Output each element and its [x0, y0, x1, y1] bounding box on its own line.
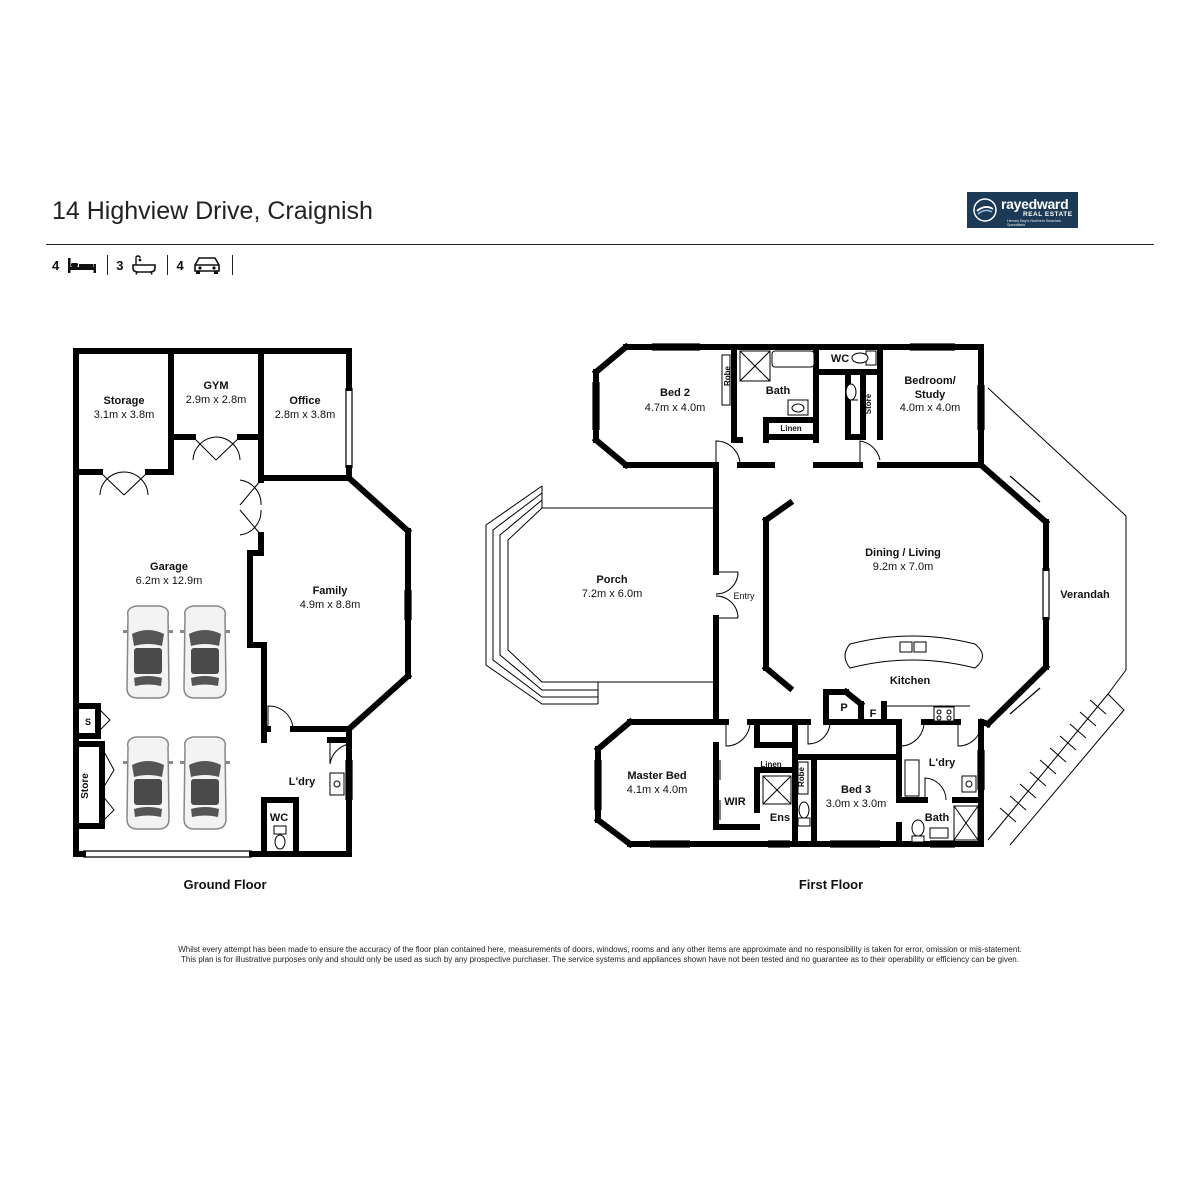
disclaimer: Whilst every attempt has been made to en… — [100, 945, 1100, 965]
laundry-sink-ground — [273, 772, 345, 850]
stat-carspaces: 4 — [176, 255, 233, 275]
room-bedroom-study-size: 4.0m x 4.0m — [900, 402, 961, 414]
room-bath-lower-name: Bath — [925, 812, 950, 824]
room-family-size: 4.9m x 8.8m — [300, 599, 361, 611]
room-bed2-size: 4.7m x 4.0m — [645, 402, 706, 414]
room-storage-size: 3.1m x 3.8m — [94, 409, 155, 421]
room-bed3-name: Bed 3 — [841, 784, 871, 796]
garage-cars — [122, 605, 231, 830]
room-ens-name: Ens — [770, 812, 790, 824]
stat-bedrooms: 4 — [52, 255, 109, 275]
first-floor-windows — [592, 343, 1050, 848]
room-fridge-name: F — [870, 708, 877, 720]
disclaimer-line-1: Whilst every attempt has been made to en… — [178, 945, 1022, 954]
bathroom-count: 3 — [116, 257, 124, 273]
ground-floor-walls — [73, 348, 413, 857]
logo-subtitle: REAL ESTATE — [1023, 211, 1073, 218]
logo-swirl-icon — [973, 198, 997, 222]
room-bath-upper-name: Bath — [766, 385, 791, 397]
logo-tagline: Hervey Bay's Northern Beaches Specialist… — [1007, 219, 1061, 227]
header-divider — [46, 244, 1154, 245]
bedroom-count: 4 — [52, 257, 60, 273]
room-office-size: 2.8m x 3.8m — [275, 409, 336, 421]
room-entry-name: Entry — [733, 591, 755, 601]
ground-floor-windows — [83, 388, 412, 858]
logo-brand: rayedward — [1001, 196, 1069, 212]
ground-floor-doors — [97, 436, 350, 823]
room-wir-name: WIR — [724, 796, 745, 808]
stat-bathrooms: 3 — [116, 255, 169, 275]
verandah-outline — [987, 387, 1127, 846]
carspace-count: 4 — [176, 257, 184, 273]
room-robe-bed3-name: Robe — [797, 766, 806, 787]
room-robe-bed2-name: Robe — [723, 365, 732, 386]
agency-logo: rayedward REAL ESTATE Hervey Bay's North… — [967, 192, 1078, 228]
room-bedroom-study-line1: Bedroom/ — [904, 375, 955, 387]
room-laundry-upper-name: L'dry — [929, 757, 956, 769]
first-floor-doors — [715, 399, 983, 801]
room-bed2-name: Bed 2 — [660, 387, 690, 399]
bed-icon — [68, 258, 97, 273]
first-floor-walls — [591, 342, 1051, 849]
room-master-bed-name: Master Bed — [627, 770, 686, 782]
first-floor-fixtures — [719, 350, 983, 843]
first-floor-label: First Floor — [799, 877, 863, 892]
room-linen-upper-name: Linen — [780, 424, 801, 433]
room-gym-size: 2.9m x 2.8m — [186, 394, 247, 406]
room-wc-upper-name: WC — [831, 353, 849, 365]
room-kitchen-name: Kitchen — [890, 675, 931, 687]
room-dining-living-name: Dining / Living — [865, 547, 941, 559]
room-bedroom-study-line2: Study — [915, 389, 946, 401]
room-pantry-name: P — [840, 702, 847, 714]
room-store-ground-name: Store — [80, 773, 91, 799]
room-family-name: Family — [313, 585, 349, 597]
property-title: 14 Highview Drive, Craignish — [52, 197, 373, 225]
room-office-name: Office — [289, 395, 320, 407]
room-storage-name: Storage — [104, 395, 145, 407]
car-icon — [193, 257, 220, 274]
room-garage-name: Garage — [150, 561, 188, 573]
room-linen-lower-name: Linen — [760, 760, 781, 769]
room-master-bed-size: 4.1m x 4.0m — [627, 784, 688, 796]
room-laundry-ground-name: L'dry — [289, 776, 316, 788]
room-dining-living-size: 9.2m x 7.0m — [873, 561, 934, 573]
room-bed3-size: 3.0m x 3.0m — [826, 798, 887, 810]
room-store-upper-name: Store — [864, 393, 873, 414]
bath-icon — [132, 255, 157, 275]
disclaimer-line-2: This plan is for illustrative purposes o… — [181, 955, 1019, 964]
ground-floor-label: Ground Floor — [183, 877, 266, 892]
porch-steps — [485, 485, 716, 705]
room-wc-ground-name: WC — [270, 812, 288, 824]
room-gym-name: GYM — [203, 380, 228, 392]
room-porch-name: Porch — [596, 574, 627, 586]
room-verandah-name: Verandah — [1060, 589, 1110, 601]
room-s-name: S — [85, 717, 91, 727]
room-garage-size: 6.2m x 12.9m — [136, 575, 203, 587]
property-stats: 4 3 4 — [52, 255, 241, 275]
room-porch-size: 7.2m x 6.0m — [582, 588, 643, 600]
